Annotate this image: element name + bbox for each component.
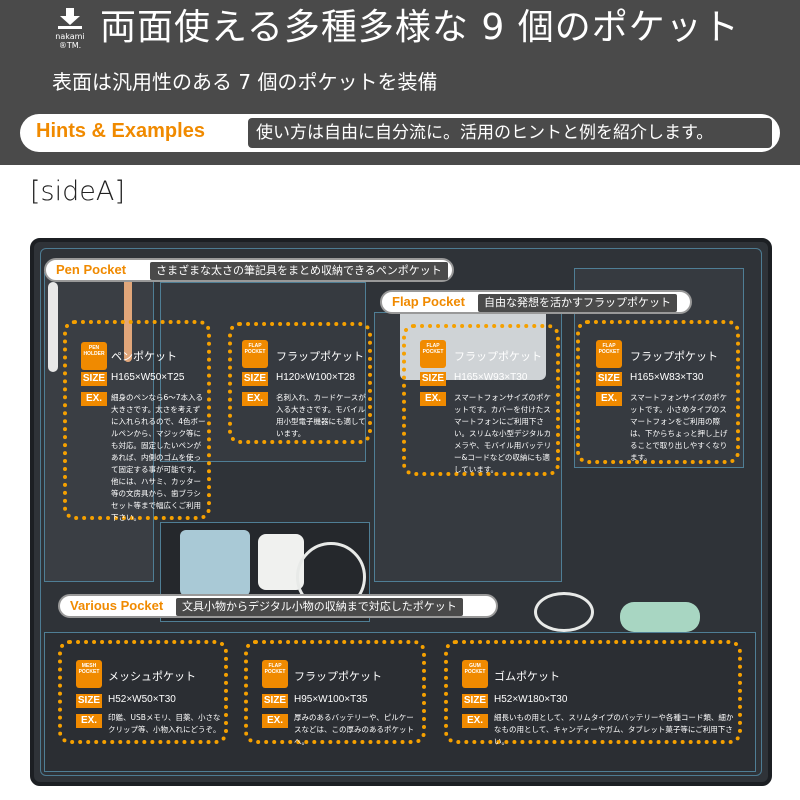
category-desc: 文具小物からデジタル小物の収納まで対応したポケット <box>176 598 463 616</box>
organizer-piping <box>40 248 762 776</box>
pocket-size: H95×W100×T35 <box>294 694 368 705</box>
size-tag: SIZE <box>420 372 446 386</box>
cable-coil <box>534 592 594 632</box>
pocket-name: フラップポケット <box>294 670 382 683</box>
pocket-box-gum: GUM POCKET ゴムポケット SIZE H52×W180×T30 EX. … <box>444 640 742 746</box>
pocket-name: メッシュポケット <box>108 670 196 683</box>
ex-tag: EX. <box>462 714 488 728</box>
size-tag: SIZE <box>462 694 488 708</box>
organizer-photo <box>30 238 772 786</box>
size-tag: SIZE <box>81 372 107 386</box>
hints-label: Hints & Examples <box>36 120 205 142</box>
bottom-pocket-row <box>44 632 756 772</box>
mesh-pocket-icon: MESH POCKET <box>76 660 102 688</box>
pocket-size: H165×W83×T30 <box>630 372 704 383</box>
pocket-box-pen: PEN HOLDER ペンポケット SIZE H165×W50×T25 EX. … <box>63 320 211 522</box>
pen-items <box>48 282 58 372</box>
flap-pocket-icon: FLAP POCKET <box>242 340 268 368</box>
pocket-size: H165×W50×T25 <box>111 372 185 383</box>
pocket-example: 印鑑、USBメモリ、目薬、小さなクリップ等、小物入れにどうぞ。 <box>108 713 221 734</box>
mint-case <box>620 602 700 632</box>
ex-tag: EX. <box>242 392 268 406</box>
pocket-name: フラップポケット <box>454 350 542 363</box>
pocket-size: H52×W50×T30 <box>108 694 176 705</box>
hints-text: 使い方は自由に自分流に。活用のヒントと例を紹介します。 <box>248 118 772 148</box>
ex-tag: EX. <box>76 714 102 728</box>
category-desc: さまざまな太さの筆記具をまとめ収納できるペンポケット <box>150 262 448 280</box>
pocket-box-flap-2: FLAP POCKET フラップポケット SIZE H165×W93×T30 E… <box>402 324 560 476</box>
pocket-example: 名刺入れ、カードケースが入る大きさです。モバイル用小型電子機器にも適しています。 <box>276 393 366 438</box>
category-name: Pen Pocket <box>56 262 127 277</box>
pocket-name: フラップポケット <box>276 350 364 363</box>
download-arrow-icon <box>58 8 82 29</box>
page-subtitle: 表面は汎用性のある 7 個のポケットを装備 <box>52 70 438 94</box>
flap-pocket-icon: FLAP POCKET <box>420 340 446 368</box>
pocket-size: H165×W93×T30 <box>454 372 528 383</box>
pocket-example: 厚みのあるバッテリーや、ピルケースなどは、この厚みのあるポケットへ。 <box>294 713 414 746</box>
pocket-name: ペンポケット <box>111 350 177 363</box>
ex-tag: EX. <box>420 392 446 406</box>
size-tag: SIZE <box>242 372 268 386</box>
category-various-pocket: Various Pocket 文具小物からデジタル小物の収納まで対応したポケット <box>58 594 498 618</box>
size-tag: SIZE <box>596 372 622 386</box>
ex-tag: EX. <box>262 714 288 728</box>
flap-pocket-icon: FLAP POCKET <box>596 340 622 368</box>
nakami-logo: nakami ®TM. <box>50 8 90 52</box>
ex-tag: EX. <box>81 392 107 406</box>
category-name: Various Pocket <box>70 598 164 613</box>
pocket-example: 細長いもの用として、スリムタイプのバッテリーや各種コード類、細かなもの用として、… <box>494 713 734 746</box>
pocket-box-mesh: MESH POCKET メッシュポケット SIZE H52×W50×T30 EX… <box>58 640 228 744</box>
size-tag: SIZE <box>76 694 102 708</box>
category-name: Flap Pocket <box>392 294 465 309</box>
pocket-box-flap-3: FLAP POCKET フラップポケット SIZE H165×W83×T30 E… <box>576 320 740 464</box>
pocket-example: スマートフォンサイズのポケットです。小さめタイプのスマートフォンをご利用の際は、… <box>630 393 728 462</box>
logo-wordmark: nakami ®TM. <box>55 32 85 50</box>
hints-bar: Hints & Examples 使い方は自由に自分流に。活用のヒントと例を紹介… <box>20 114 780 152</box>
ex-tag: EX. <box>596 392 622 406</box>
pocket-box-flap-4: FLAP POCKET フラップポケット SIZE H95×W100×T35 E… <box>244 640 426 746</box>
pocket-example: 細身のペンなら6〜7本入る大きさです。太さを考えずに入れられるので、4色ボールペ… <box>111 393 206 522</box>
pocket-size: H52×W180×T30 <box>494 694 568 705</box>
battery-device <box>180 530 250 596</box>
category-pen-pocket: Pen Pocket さまざまな太さの筆記具をまとめ収納できるペンポケット <box>44 258 454 282</box>
size-tag: SIZE <box>262 694 288 708</box>
category-desc: 自由な発想を活かすフラップポケット <box>478 294 677 312</box>
header-banner: nakami ®TM. 両面使える多種多様な 9 個のポケット 表面は汎用性のあ… <box>0 0 800 165</box>
gum-pocket-icon: GUM POCKET <box>462 660 488 688</box>
pocket-example: スマートフォンサイズのポケットです。カバーを付けたスマートフォンにご利用下さい。… <box>454 393 552 474</box>
page-title: 両面使える多種多様な 9 個のポケット <box>100 7 740 48</box>
pen-holder-icon: PEN HOLDER <box>81 342 107 370</box>
flap-pocket-icon: FLAP POCKET <box>262 660 288 688</box>
pen-items-2 <box>124 272 132 362</box>
side-label: [sideA] <box>30 176 125 207</box>
pocket-name: ゴムポケット <box>494 670 560 683</box>
pocket-size: H120×W100×T28 <box>276 372 355 383</box>
pocket-box-flap-1: FLAP POCKET フラップポケット SIZE H120×W100×T28 … <box>228 322 372 444</box>
category-flap-pocket: Flap Pocket 自由な発想を活かすフラップポケット <box>380 290 692 314</box>
pocket-name: フラップポケット <box>630 350 718 363</box>
